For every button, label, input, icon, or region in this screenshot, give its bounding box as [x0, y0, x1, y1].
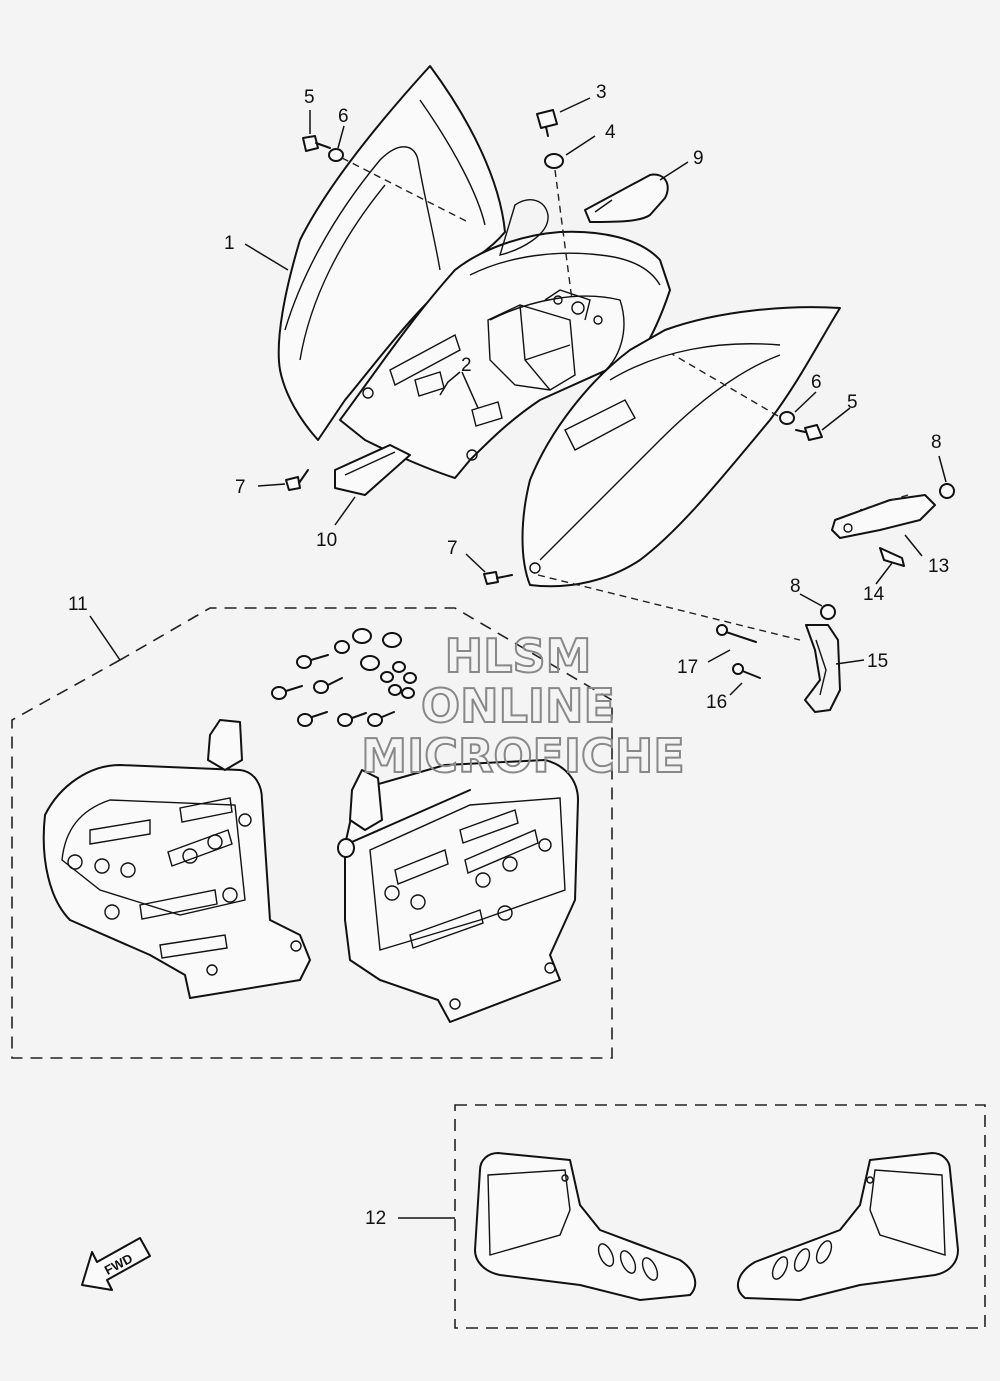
- callout-8a: 8: [931, 432, 942, 453]
- kit-11-hardware: [271, 628, 417, 727]
- callout-1: 1: [224, 233, 235, 254]
- callout-5b: 5: [847, 392, 858, 413]
- rear-fender: [277, 65, 841, 588]
- kit-11-outline: [11, 607, 613, 1059]
- callout-6b: 6: [811, 372, 822, 393]
- callout-2: 2: [461, 355, 472, 376]
- part-9-plate: [584, 173, 669, 223]
- callout-7a: 7: [235, 477, 246, 498]
- callout-10: 10: [316, 530, 337, 551]
- callout-7b: 7: [447, 538, 458, 559]
- part-10-plate: [334, 444, 411, 496]
- callouts: 1 2 3 4 5 6 9 7 10 7 6 5 8 13 14 8 15 17…: [68, 82, 949, 1229]
- watermark-line-2: ONLINE: [421, 679, 615, 733]
- kit-12-left-guard: [474, 1152, 697, 1301]
- callout-5a: 5: [304, 87, 315, 108]
- callout-16: 16: [706, 692, 727, 713]
- fasteners: [285, 109, 955, 620]
- right-heel-guard: [337, 759, 579, 1023]
- callout-4: 4: [605, 122, 616, 143]
- callout-15: 15: [867, 651, 888, 672]
- callout-13: 13: [928, 556, 949, 577]
- callout-12: 12: [365, 1208, 386, 1229]
- watermark-line-3: MICROFICHE: [361, 729, 684, 783]
- callout-17: 17: [677, 657, 698, 678]
- callout-9: 9: [693, 148, 704, 169]
- callout-11: 11: [68, 594, 88, 615]
- callout-6a: 6: [338, 106, 349, 127]
- kit-12-right-guard: [736, 1152, 959, 1301]
- callout-8b: 8: [790, 576, 801, 597]
- fwd-arrow-icon: FWD: [81, 1237, 151, 1291]
- left-heel-guard: [42, 719, 311, 999]
- leader-lines: [89, 97, 947, 1219]
- watermark: HLSM ONLINE MICROFICHE: [360, 628, 685, 784]
- callout-14: 14: [863, 584, 885, 605]
- brackets: [716, 494, 936, 713]
- watermark-line-1: HLSM: [445, 629, 592, 683]
- callout-3: 3: [596, 82, 607, 103]
